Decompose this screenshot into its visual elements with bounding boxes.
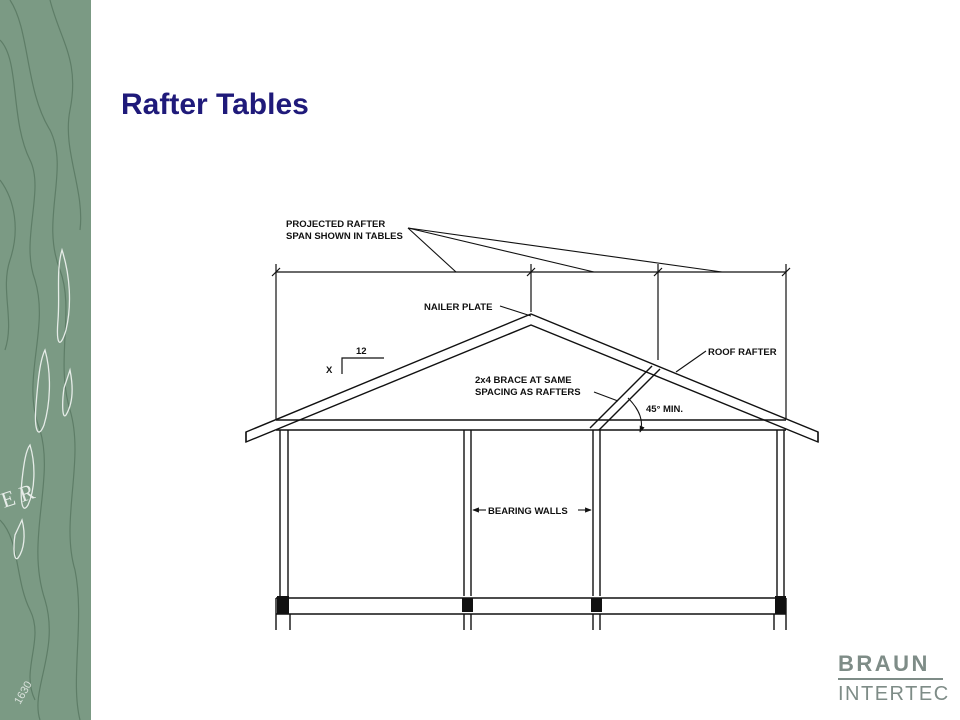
nailer-plate-leader <box>499 305 532 317</box>
brace-label-line1: 2x4 BRACE AT SAME <box>475 375 572 386</box>
brace-leader <box>593 391 619 402</box>
roof-rafter-leader <box>675 350 707 373</box>
ceiling-joist <box>276 419 786 431</box>
pitch-run-label: 12 <box>356 346 367 357</box>
roof-rafters <box>245 313 819 444</box>
brace-angle-label: 45° MIN. <box>646 404 683 415</box>
slide-title: Rafter Tables <box>121 88 309 121</box>
braun-intertec-logo: BRAUN INTERTEC <box>838 652 948 705</box>
topographic-map-sidebar: E R 1630 <box>0 0 91 720</box>
pitch-symbol <box>341 357 384 374</box>
logo-line2: INTERTEC <box>838 683 950 705</box>
brace-label-line2: SPACING AS RAFTERS <box>475 387 581 398</box>
nailer-plate-label: NAILER PLATE <box>424 302 492 313</box>
logo-divider <box>838 678 943 680</box>
logo-line1: BRAUN <box>838 651 930 676</box>
pitch-rise-label: X <box>326 365 333 376</box>
bearing-walls-label: BEARING WALLS <box>488 506 568 517</box>
roof-rafter-label: ROOF RAFTER <box>708 347 777 358</box>
bearing-walls <box>279 430 785 596</box>
wall-plates <box>277 596 786 614</box>
span-dimension-line <box>271 264 791 420</box>
floor-framing <box>275 597 787 630</box>
topographic-map: E R 1630 <box>0 0 82 720</box>
span-callout-line2: SPAN SHOWN IN TABLES <box>286 231 403 242</box>
span-callout-line1: PROJECTED RAFTER <box>286 219 385 230</box>
span-callout-leaders <box>407 227 723 273</box>
angle-arc <box>627 397 645 433</box>
